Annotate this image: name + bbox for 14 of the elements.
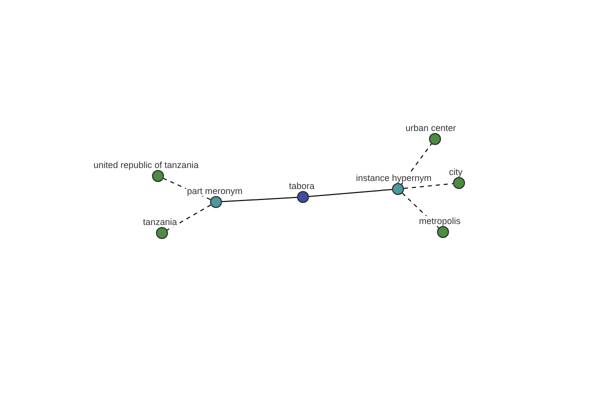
node-label: metropolis [418,216,462,226]
node-label: tabora [288,181,316,191]
dashed-connector [403,183,454,189]
connector-line [308,189,393,197]
node-label: urban center [404,123,458,133]
node-label: instance hypernym [355,173,433,183]
dashed-connector [166,204,212,231]
node-label: united republic of tanzania [92,160,200,170]
node-label: tanzania [142,217,178,227]
node-label: part meronym [186,186,244,196]
dashed-connector [402,192,440,228]
connector-line [222,196,298,202]
node-label: city [448,167,464,177]
dashed-connector [401,143,432,185]
